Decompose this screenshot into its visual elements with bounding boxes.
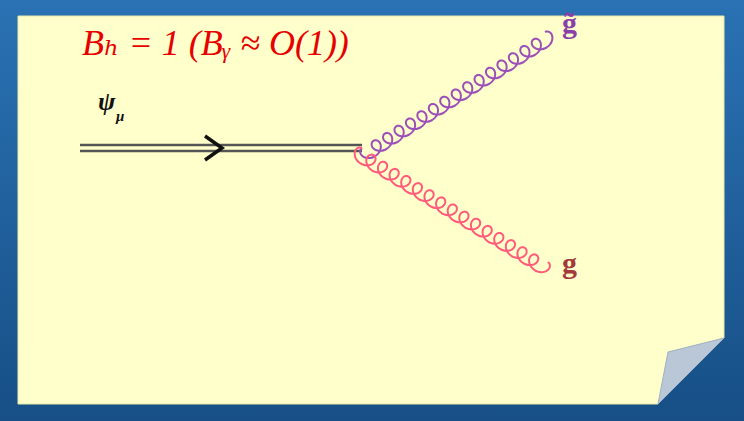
particle-subscript: μ (116, 108, 124, 125)
gluino-label: g̃ (562, 6, 577, 39)
gravitino-line (80, 136, 362, 160)
branching-ratio-text: Bₕ = 1 (Bᵧ ≈ O(1)) (82, 24, 349, 64)
particle-symbol: ψ (98, 88, 115, 117)
gluon-coil (355, 147, 550, 272)
arrow-head (205, 136, 222, 160)
note-panel (18, 16, 724, 404)
gluon-label: g (562, 246, 577, 279)
gluino-coil (360, 31, 552, 158)
folded-corner (658, 338, 724, 404)
